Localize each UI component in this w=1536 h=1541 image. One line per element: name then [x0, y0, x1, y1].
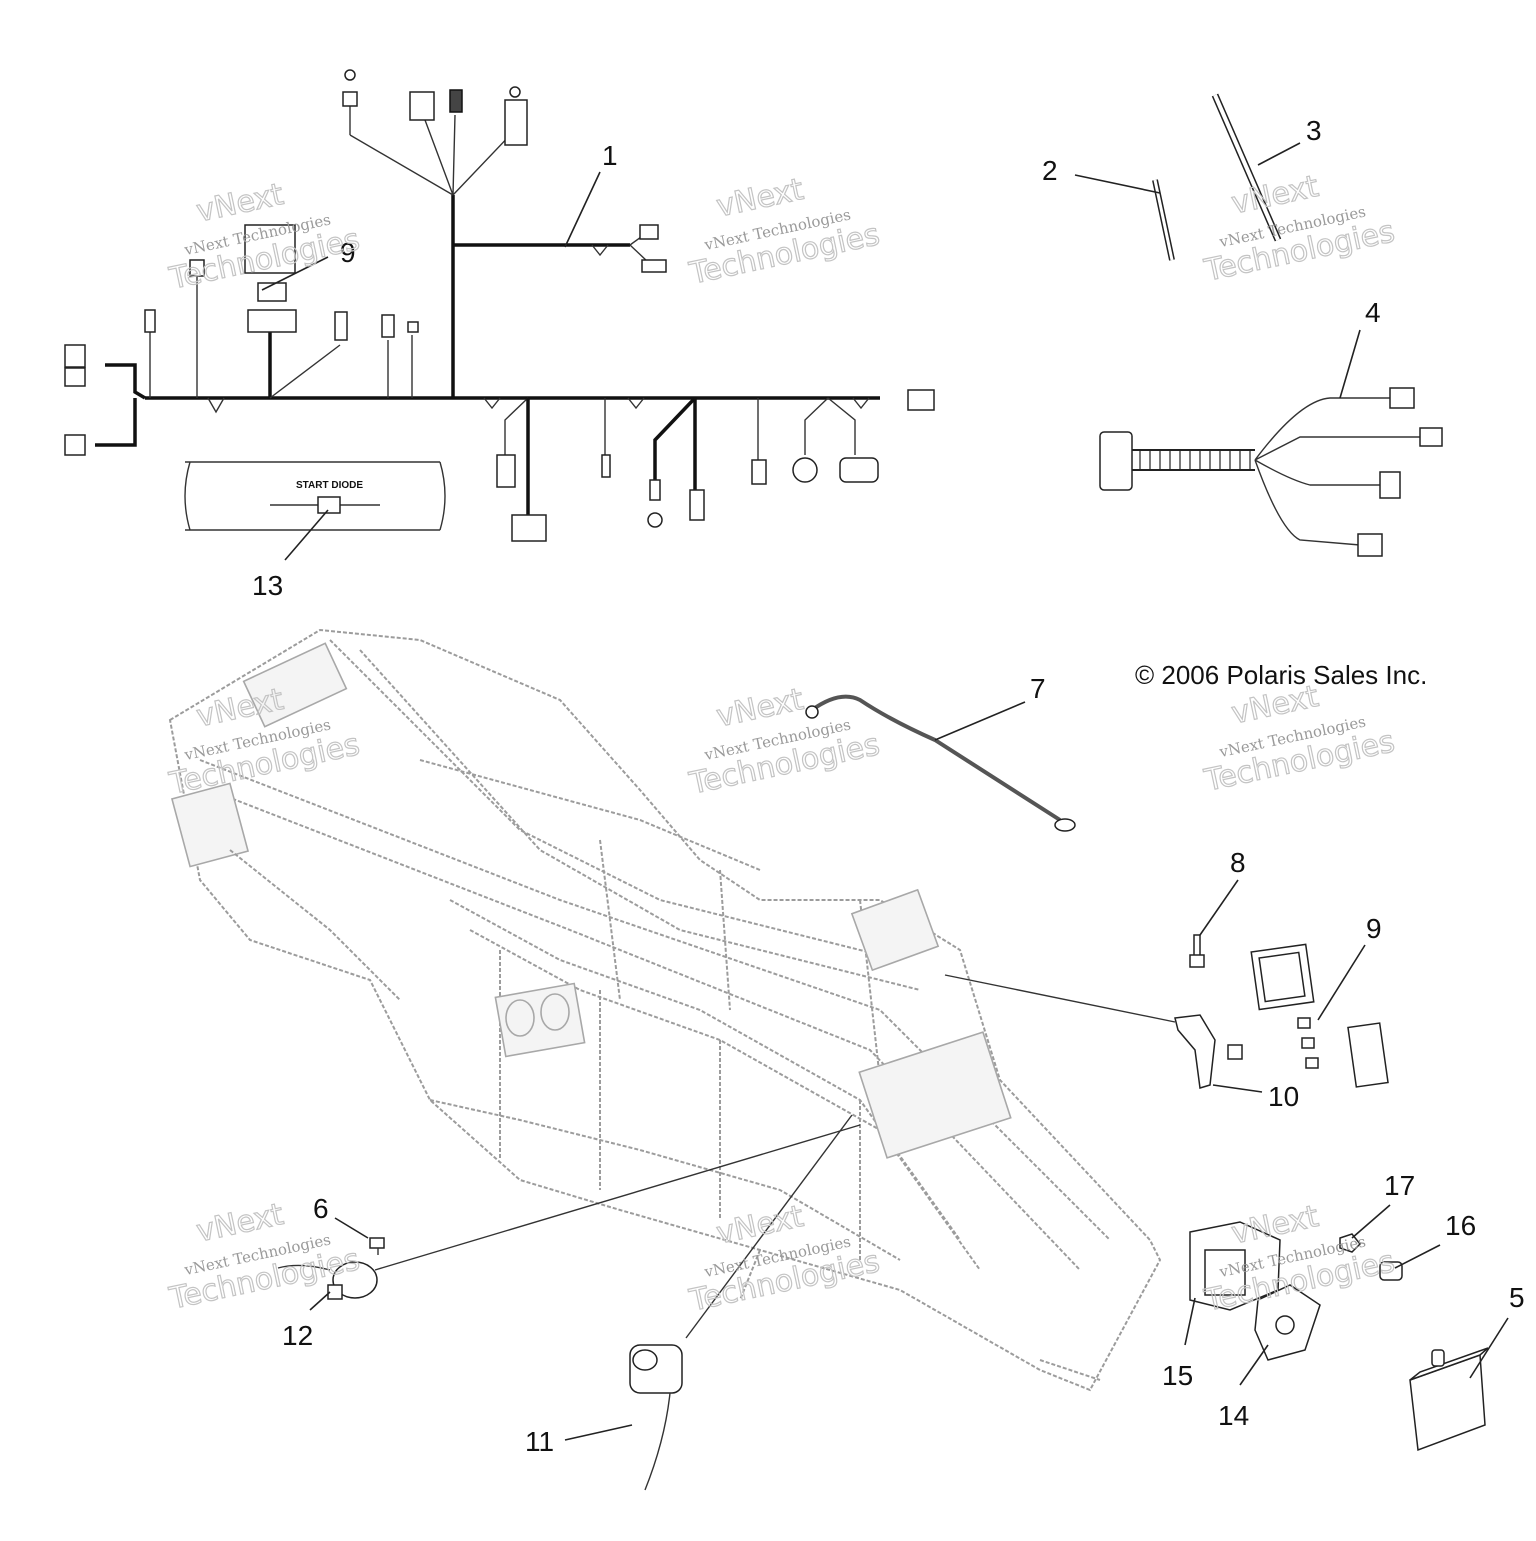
callout-12: 12 — [282, 1320, 313, 1351]
callout-13: 13 — [252, 570, 283, 601]
callout-15: 15 — [1162, 1360, 1193, 1391]
sub-harness — [1099, 387, 1443, 557]
callout-2: 2 — [1042, 155, 1058, 186]
callout-10: 10 — [1268, 1081, 1299, 1112]
callout-6: 6 — [313, 1193, 329, 1224]
leader-lines — [261, 142, 1509, 1441]
callout-1: 1 — [602, 140, 618, 171]
callout-11: 11 — [525, 1426, 554, 1457]
callout-9-top: 9 — [340, 237, 356, 268]
callout-4: 4 — [1365, 297, 1381, 328]
chassis-frame — [168, 628, 1162, 1392]
main-wiring-harness — [64, 69, 935, 542]
start-diode-inset: START DIODE — [184, 461, 446, 531]
callout-8: 8 — [1230, 847, 1246, 878]
sensor-parts-left — [277, 1124, 861, 1300]
module-box — [1409, 1347, 1489, 1452]
callout-7: 7 — [1030, 673, 1046, 704]
callout-14: 14 — [1218, 1400, 1249, 1431]
ground-strap — [805, 694, 1076, 832]
callout-17: 17 — [1384, 1170, 1415, 1201]
copyright-text: © 2006 Polaris Sales Inc. — [1135, 660, 1427, 690]
callout-9-right: 9 — [1366, 913, 1382, 944]
relay-part — [629, 1114, 853, 1491]
callout-5: 5 — [1509, 1282, 1525, 1313]
cdi-module-parts — [944, 934, 1389, 1089]
callout-labels: 1 2 3 4 5 6 7 8 9 9 10 11 12 13 14 15 16… — [252, 115, 1525, 1457]
bracket-parts-right — [1189, 1221, 1403, 1361]
callout-3: 3 — [1306, 115, 1322, 146]
callout-16: 16 — [1445, 1210, 1476, 1241]
start-diode-label: START DIODE — [296, 480, 363, 491]
